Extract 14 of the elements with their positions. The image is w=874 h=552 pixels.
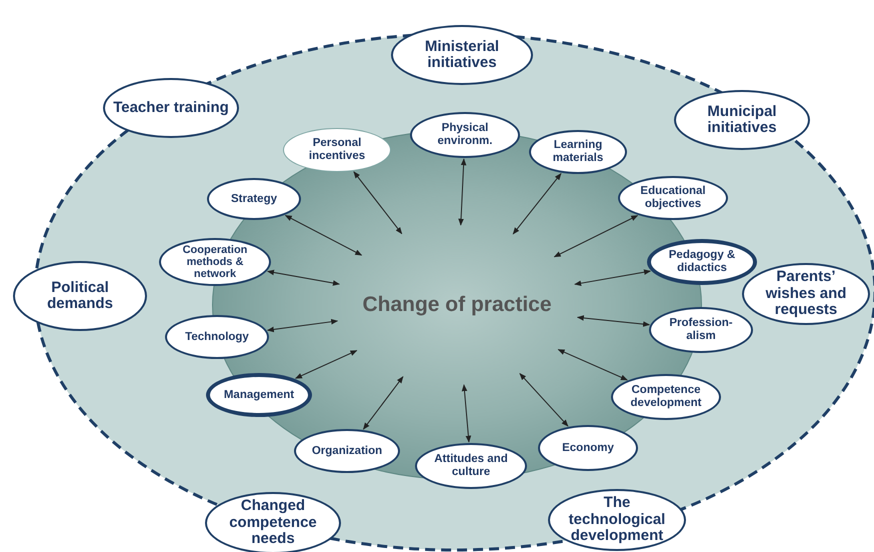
double-arrow — [362, 376, 404, 430]
double-arrow — [519, 373, 568, 427]
double-arrow — [353, 171, 402, 234]
double-arrow — [576, 315, 650, 327]
double-arrow — [574, 269, 651, 286]
double-arrow — [558, 349, 628, 380]
double-arrow — [554, 215, 638, 258]
double-arrow — [512, 172, 562, 235]
double-arrow — [266, 319, 338, 332]
double-arrow — [284, 214, 362, 256]
double-arrow — [267, 270, 340, 286]
double-arrow — [458, 158, 466, 226]
double-arrow — [295, 350, 358, 379]
double-arrow — [462, 384, 472, 443]
